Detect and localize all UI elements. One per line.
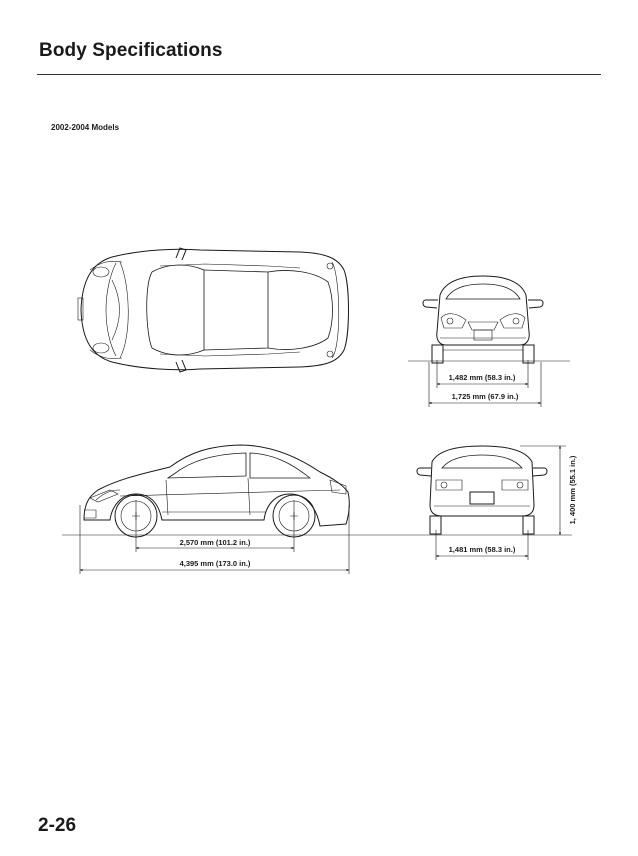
top-view-car	[77, 247, 349, 373]
overall-width-dimension	[428, 362, 542, 407]
front-track-dimension	[436, 360, 529, 388]
overall-height-dimension	[520, 445, 566, 536]
rear-track-label: 1,481 mm (58.3 in.)	[449, 545, 516, 554]
overall-length-label: 4,395 mm (173.0 in.)	[180, 559, 251, 568]
model-years-label: 2002-2004 Models	[51, 123, 120, 132]
rear-view-car	[416, 445, 548, 535]
overall-height-label: 1, 400 mm (55.1 in.)	[568, 455, 577, 524]
wheelbase-label: 2,570 mm (101.2 in.)	[180, 538, 251, 547]
title-divider	[37, 74, 601, 75]
overall-width-label: 1,725 mm (67.9 in.)	[452, 392, 519, 401]
page-number: 2-26	[38, 815, 77, 836]
overall-length-dimension	[79, 505, 350, 574]
page-title: Body Specifications	[39, 40, 223, 61]
wheelbase-dimension	[135, 500, 295, 552]
front-track-label: 1,482 mm (58.3 in.)	[449, 373, 516, 382]
front-view-car	[422, 275, 544, 364]
rear-track-dimension	[435, 530, 529, 560]
side-view-car	[83, 444, 350, 538]
